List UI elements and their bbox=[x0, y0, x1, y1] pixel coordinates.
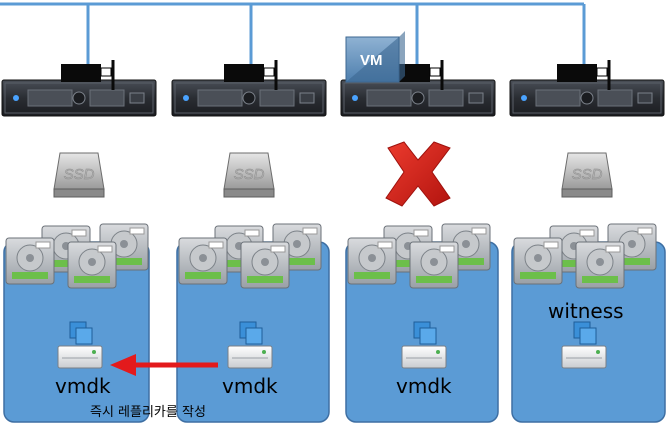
vmdk-icon bbox=[57, 321, 103, 369]
hdd-icon bbox=[5, 237, 55, 285]
svg-text:SSD: SSD bbox=[64, 166, 95, 183]
svg-text:SSD: SSD bbox=[572, 166, 603, 183]
ssd-icon: SSD bbox=[561, 152, 613, 198]
vmdk-label-host-2: vmdk bbox=[222, 374, 278, 398]
vmdk-label-host-3: vmdk bbox=[396, 374, 452, 398]
server-icon bbox=[340, 79, 496, 117]
vmdk-icon bbox=[227, 321, 273, 369]
hdd-icon bbox=[347, 237, 397, 285]
vmdk-icon bbox=[561, 321, 607, 369]
nic-icon bbox=[224, 64, 264, 82]
nic-icon bbox=[61, 64, 101, 82]
ssd-icon: SSD bbox=[53, 152, 105, 198]
svg-text:SSD: SSD bbox=[234, 166, 265, 183]
vm-label: VM bbox=[360, 52, 383, 69]
hdd-icon bbox=[240, 241, 290, 289]
network-bus bbox=[0, 2, 586, 70]
hdd-icon bbox=[67, 241, 117, 289]
ssd-icon: SSD bbox=[223, 152, 275, 198]
vm-box bbox=[345, 31, 405, 83]
replication-arrow-icon bbox=[110, 354, 218, 376]
vmdk-icon bbox=[401, 321, 447, 369]
witness-label: witness bbox=[548, 299, 624, 323]
server-icon bbox=[171, 79, 327, 117]
hdd-icon bbox=[178, 237, 228, 285]
hdd-icon bbox=[513, 237, 563, 285]
hdd-icon bbox=[409, 241, 459, 289]
vmdk-label-host-1: vmdk bbox=[55, 374, 111, 398]
nic-icon bbox=[557, 64, 597, 82]
server-icon bbox=[509, 79, 665, 117]
failure-x-icon bbox=[385, 141, 451, 207]
hdd-icon bbox=[575, 241, 625, 289]
replication-caption: 즉시 레플리카를 작성 bbox=[90, 405, 206, 420]
server-icon bbox=[1, 79, 157, 117]
